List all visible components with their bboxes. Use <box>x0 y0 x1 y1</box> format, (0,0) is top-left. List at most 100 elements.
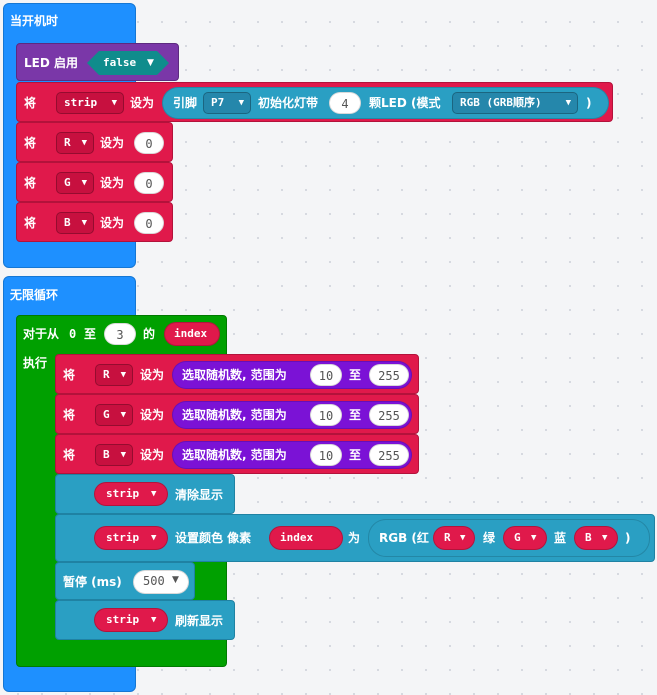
to-keyword: 设为 <box>140 368 165 382</box>
set-b-block[interactable]: 将 B ▼ 设为 0 <box>16 202 173 242</box>
for-to-input[interactable]: 3 <box>104 323 136 345</box>
value-input[interactable]: 0 <box>134 132 164 154</box>
random-label: 选取随机数, 范围为 <box>182 448 287 462</box>
random-max-input[interactable]: 255 <box>369 404 409 426</box>
random-label: 选取随机数, 范围为 <box>182 368 287 382</box>
to-keyword: 设为 <box>100 216 125 230</box>
set-pixel-label: 设置颜色 像素 <box>175 531 252 545</box>
do-label: 执行 <box>23 356 48 370</box>
led-mode-label: 颗LED (模式 <box>369 96 441 110</box>
b-variable-value: B <box>585 531 592 544</box>
neopixel-create-block[interactable]: 引脚 P7 ▼ 初始化灯带 4 颗LED (模式 RGB (GRB顺序) ▼ ) <box>162 87 609 119</box>
strip-variable-value: strip <box>64 96 98 109</box>
green-label: 绿 <box>483 531 496 545</box>
strip-variable-dropdown[interactable]: strip ▼ <box>94 482 168 506</box>
pin-value: P7 <box>211 96 225 109</box>
set-r-random-block[interactable]: 将 R ▼ 设为 选取随机数, 范围为 10 至 255 <box>55 354 419 394</box>
chevron-down-icon: ▼ <box>172 575 179 585</box>
random-block[interactable]: 选取随机数, 范围为 10 至 255 <box>172 361 412 389</box>
strip-variable-dropdown[interactable]: strip ▼ <box>56 92 124 114</box>
led-enable-dropdown[interactable]: false ▼ <box>87 51 169 75</box>
random-block[interactable]: 选取随机数, 范围为 10 至 255 <box>172 441 412 469</box>
led-enable-label: LED 启用 <box>24 56 78 70</box>
pause-dropdown[interactable]: 500 ▼ <box>133 570 189 594</box>
close-paren: ) <box>586 96 592 110</box>
chevron-down-icon: ▼ <box>151 615 157 625</box>
strip-init-block[interactable]: 将 strip ▼ 设为 引脚 P7 ▼ 初始化灯带 4 颗LED (模式 RG… <box>16 82 613 122</box>
random-min-input[interactable]: 10 <box>310 444 342 466</box>
set-b-random-block[interactable]: 将 B ▼ 设为 选取随机数, 范围为 10 至 255 <box>55 434 419 474</box>
chevron-down-icon: ▼ <box>147 58 154 68</box>
variable-dropdown[interactable]: G ▼ <box>56 172 94 194</box>
set-keyword: 将 <box>63 368 76 382</box>
range-to-label: 至 <box>349 368 362 382</box>
strip-variable-dropdown[interactable]: strip ▼ <box>94 608 168 632</box>
chevron-down-icon: ▼ <box>81 138 87 148</box>
pin-dropdown[interactable]: P7 ▼ <box>203 92 251 114</box>
index-variable[interactable]: index <box>164 322 220 346</box>
random-block[interactable]: 选取随机数, 范围为 10 至 255 <box>172 401 412 429</box>
to-keyword: 设为 <box>130 96 155 110</box>
chevron-down-icon: ▼ <box>565 98 571 108</box>
pause-value: 500 <box>143 574 165 588</box>
set-keyword: 将 <box>24 96 37 110</box>
set-r-block[interactable]: 将 R ▼ 设为 0 <box>16 122 173 162</box>
pause-block[interactable]: 暂停 (ms) 500 ▼ <box>55 562 195 600</box>
chevron-down-icon: ▼ <box>602 533 608 543</box>
set-keyword: 将 <box>63 408 76 422</box>
index-variable[interactable]: index <box>269 526 343 550</box>
chevron-down-icon: ▼ <box>238 98 244 108</box>
led-enable-block[interactable]: LED 启用 false ▼ <box>16 43 179 81</box>
variable-value: R <box>103 368 110 381</box>
for-of-label: 的 <box>143 327 156 341</box>
set-pixel-color-block[interactable]: strip ▼ 设置颜色 像素 index 为 RGB (红 R ▼ 绿 G ▼… <box>55 514 655 562</box>
rgb-block[interactable]: RGB (红 R ▼ 绿 G ▼ 蓝 B ▼ ) <box>368 519 650 557</box>
random-max-input[interactable]: 255 <box>369 444 409 466</box>
pause-label: 暂停 (ms) <box>63 575 122 589</box>
random-min-input[interactable]: 10 <box>310 404 342 426</box>
g-variable-dropdown[interactable]: G ▼ <box>503 526 547 550</box>
strip-variable-value: strip <box>106 531 140 544</box>
for-from-value: 0 <box>69 327 77 341</box>
mode-dropdown[interactable]: RGB (GRB顺序) ▼ <box>452 92 578 114</box>
forever-label: 无限循环 <box>10 288 59 302</box>
r-variable-value: R <box>444 531 451 544</box>
g-variable-value: G <box>514 531 521 544</box>
to-keyword: 设为 <box>140 448 165 462</box>
random-max-input[interactable]: 255 <box>369 364 409 386</box>
as-label: 为 <box>348 531 361 545</box>
b-variable-dropdown[interactable]: B ▼ <box>574 526 618 550</box>
chevron-down-icon: ▼ <box>151 533 157 543</box>
mode-value: RGB (GRB顺序) <box>460 96 542 109</box>
variable-dropdown[interactable]: R ▼ <box>56 132 94 154</box>
led-count-input[interactable]: 4 <box>329 92 361 114</box>
strip-variable-dropdown[interactable]: strip ▼ <box>94 526 168 550</box>
variable-value: G <box>64 176 71 189</box>
set-g-random-block[interactable]: 将 G ▼ 设为 选取随机数, 范围为 10 至 255 <box>55 394 419 434</box>
variable-dropdown[interactable]: B ▼ <box>56 212 94 234</box>
variable-dropdown[interactable]: G ▼ <box>95 404 133 426</box>
strip-show-block[interactable]: strip ▼ 刷新显示 <box>55 600 235 640</box>
strip-variable-value: strip <box>106 613 140 626</box>
for-from-label: 对于从 <box>23 327 60 341</box>
set-g-block[interactable]: 将 G ▼ 设为 0 <box>16 162 173 202</box>
chevron-down-icon: ▼ <box>120 410 126 420</box>
value-input[interactable]: 0 <box>134 212 164 234</box>
random-min-input[interactable]: 10 <box>310 364 342 386</box>
for-to-label: 至 <box>84 327 97 341</box>
chevron-down-icon: ▼ <box>120 370 126 380</box>
chevron-down-icon: ▼ <box>460 533 466 543</box>
init-strip-label: 初始化灯带 <box>258 96 319 110</box>
variable-dropdown[interactable]: R ▼ <box>95 364 133 386</box>
variable-dropdown[interactable]: B ▼ <box>95 444 133 466</box>
pin-label: 引脚 <box>173 96 198 110</box>
variable-value: B <box>103 448 110 461</box>
led-enable-value: false <box>103 56 137 69</box>
value-input[interactable]: 0 <box>134 172 164 194</box>
to-keyword: 设为 <box>100 176 125 190</box>
to-keyword: 设为 <box>100 136 125 150</box>
strip-clear-block[interactable]: strip ▼ 清除显示 <box>55 474 235 514</box>
chevron-down-icon: ▼ <box>81 178 87 188</box>
close-paren: ) <box>625 531 631 545</box>
r-variable-dropdown[interactable]: R ▼ <box>433 526 475 550</box>
